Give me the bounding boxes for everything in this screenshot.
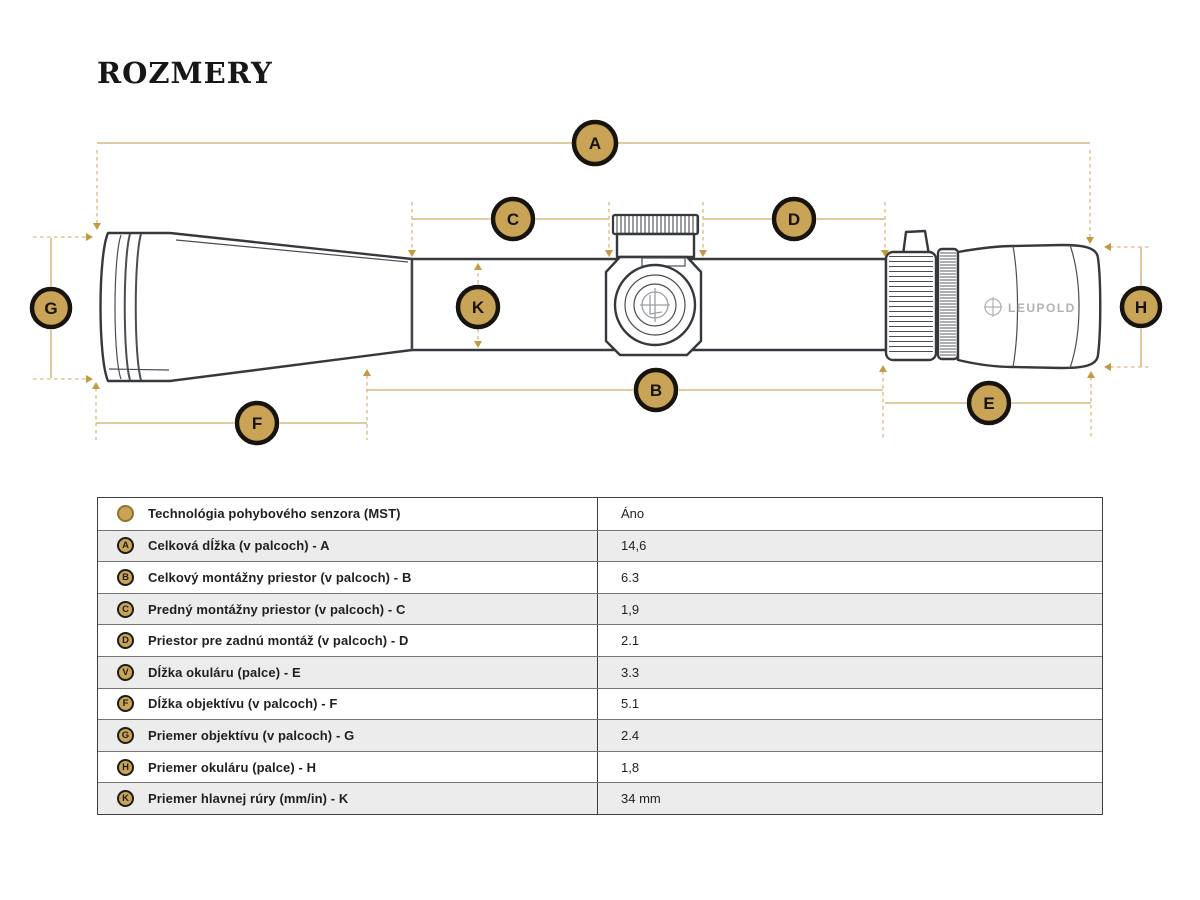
row-label: Dĺžka okuláru (palce) - E [148,664,301,680]
table-row: V Dĺžka okuláru (palce) - E 3.3 [98,655,1102,688]
table-row: A Celková dĺžka (v palcoch) - A 14,6 [98,529,1102,562]
badge-a: A [571,119,619,167]
table-row: K Priemer hlavnej rúry (mm/in) - K 34 mm [98,782,1102,814]
spec-label-cell: D Priestor pre zadnú montáž (v palcoch) … [98,625,598,656]
svg-text:E: E [983,394,994,413]
svg-text:F: F [252,414,262,433]
dimension-badges: A C D K G H B E F [29,119,1163,446]
spec-label-cell: H Priemer okuláru (palce) - H [98,751,598,783]
row-badge: A [117,537,134,555]
leupold-reticle-logo-eyepiece [984,297,1002,317]
row-label: Celkový montážny priestor (v palcoch) - … [148,569,412,585]
row-badge: G [117,726,134,744]
row-badge: K [117,790,134,808]
row-badge: C [117,600,134,618]
row-label: Predný montážny priestor (v palcoch) - C [148,601,406,617]
row-label: Technológia pohybového senzora (MST) [148,506,401,522]
table-row: Technológia pohybového senzora (MST) Áno [98,498,1102,530]
badge-g: G [29,286,73,330]
table-row: H Priemer okuláru (palce) - H 1,8 [98,750,1102,783]
row-badge: F [117,695,134,713]
svg-text:D: D [788,210,800,229]
row-value: 2.4 [621,727,640,743]
scope-dimension-diagram: LEUPOLD [29,119,1163,446]
eyepiece [956,243,1102,370]
svg-text:A: A [589,134,601,153]
spec-label-cell: Technológia pohybového senzora (MST) [98,498,598,530]
dimension-lines [33,142,1152,440]
table-row: B Celkový montážny priestor (v palcoch) … [98,561,1102,593]
badge-f: F [234,400,280,446]
table-row: C Predný montážny priestor (v palcoch) -… [98,592,1102,625]
spec-label-cell: V Dĺžka okuláru (palce) - E [98,656,598,688]
spec-table-body: Technológia pohybového senzora (MST) Áno… [98,498,1102,814]
row-badge: D [117,632,134,650]
row-badge: V [117,663,134,681]
badge-e: E [966,380,1012,426]
svg-text:C: C [507,210,519,229]
row-label: Dĺžka objektívu (v palcoch) - F [148,696,338,712]
spec-label-cell: A Celková dĺžka (v palcoch) - A [98,530,598,562]
row-value: 3.3 [621,664,640,680]
badge-h: H [1119,285,1163,329]
spec-label-cell: K Priemer hlavnej rúry (mm/in) - K [98,783,598,814]
page-title: ROZMERY [97,56,273,90]
row-value: 1,8 [621,759,640,775]
leupold-reticle-logo-turret [640,288,670,322]
row-badge: B [117,568,134,586]
row-label: Priemer okuláru (palce) - H [148,759,317,775]
row-badge: H [117,758,134,776]
row-value: 1,9 [621,601,640,617]
scope-illustration: LEUPOLD [99,213,1102,383]
spec-label-cell: C Predný montážny priestor (v palcoch) -… [98,593,598,625]
row-value: 6.3 [621,569,640,585]
row-label: Priemer hlavnej rúry (mm/in) - K [148,791,349,807]
leupold-wordmark: LEUPOLD [1008,301,1076,315]
row-label: Priestor pre zadnú montáž (v palcoch) - … [148,633,409,649]
objective-bell [99,231,414,383]
badge-d: D [771,196,817,242]
table-row: F Dĺžka objektívu (v palcoch) - F 5.1 [98,687,1102,720]
spec-table: Technológia pohybového senzora (MST) Áno… [97,497,1103,815]
row-value: 14,6 [621,538,647,554]
svg-text:K: K [472,298,485,317]
badge-b: B [633,367,679,413]
row-label: Celková dĺžka (v palcoch) - A [148,538,330,554]
spec-label-cell: G Priemer objektívu (v palcoch) - G [98,720,598,751]
svg-text:B: B [650,381,662,400]
spec-label-cell: B Celkový montážny priestor (v palcoch) … [98,562,598,593]
row-value: Áno [621,506,645,522]
spec-label-cell: F Dĺžka objektívu (v palcoch) - F [98,688,598,720]
row-badge [117,505,134,523]
row-value: 2.1 [621,633,640,649]
row-value: 5.1 [621,696,640,712]
table-row: D Priestor pre zadnú montáž (v palcoch) … [98,624,1102,656]
table-row: G Priemer objektívu (v palcoch) - G 2.4 [98,719,1102,751]
badge-c: C [490,196,536,242]
badge-k: K [455,284,501,330]
svg-text:H: H [1135,298,1147,317]
elevation-turret-cap [611,213,700,236]
row-value: 34 mm [621,791,661,807]
row-label: Priemer objektívu (v palcoch) - G [148,727,355,743]
svg-text:G: G [44,299,57,318]
